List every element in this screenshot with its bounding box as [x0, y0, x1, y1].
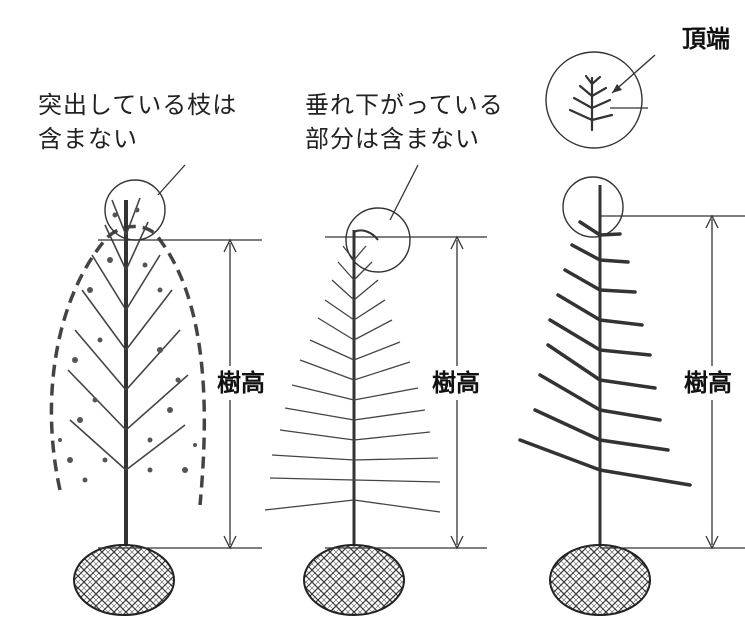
note-protruding-branches: 突出している枝は 含まない [38, 91, 238, 153]
tree-height-label-mid: 樹高 [432, 366, 480, 400]
drooping-tip-circle [345, 207, 411, 273]
apex-circle [562, 176, 624, 238]
root-ball [549, 544, 651, 616]
note-drooping-part: 垂れ下がっている 部分は含まない [305, 91, 504, 153]
tree-height-label-left: 樹高 [217, 366, 265, 400]
root-ball [303, 544, 405, 616]
deciduous-tree [49, 164, 207, 616]
fir-tree [264, 164, 441, 616]
apex-inset [545, 51, 656, 149]
conifer-tree [518, 176, 692, 616]
root-ball [73, 544, 175, 616]
apex-label: 頂端 [682, 25, 730, 53]
tree-height-label-right: 樹高 [684, 366, 732, 400]
crown-outline-dashed [49, 224, 207, 506]
